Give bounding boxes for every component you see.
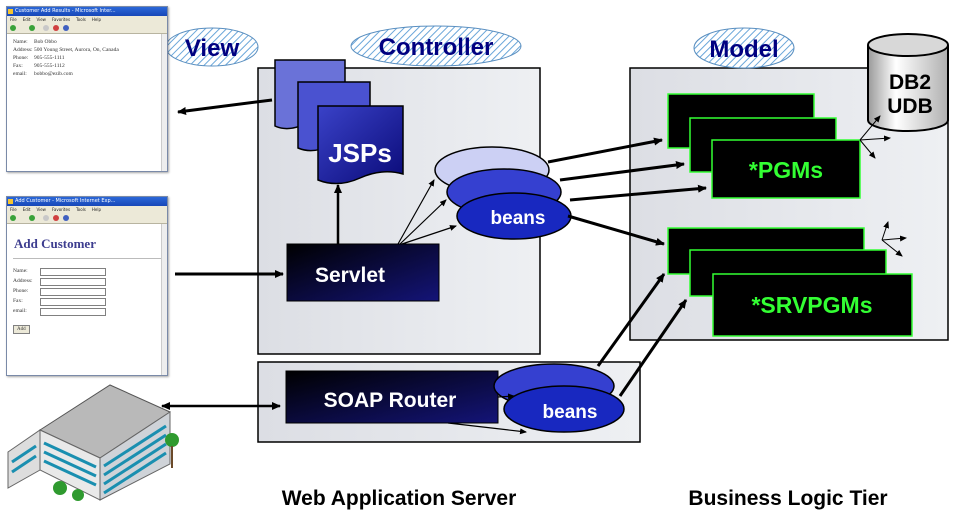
- form-label: Address:: [13, 278, 33, 284]
- browser-menubar: File Edit View Favorites Tools Help: [7, 16, 167, 23]
- menu-item[interactable]: View: [36, 17, 46, 22]
- browser-toolbar: [7, 213, 167, 224]
- controller-label: Controller: [350, 25, 522, 67]
- svg-text:beans: beans: [543, 402, 598, 423]
- menu-item[interactable]: Help: [91, 207, 102, 212]
- form-input[interactable]: [40, 288, 106, 296]
- form-row: Name:: [13, 267, 161, 277]
- result-key: Phone:: [13, 55, 29, 61]
- result-value: 500 Young Street, Aurora, On, Canada: [34, 47, 119, 53]
- building-icon: [7, 384, 179, 501]
- svg-text:Servlet: Servlet: [315, 264, 385, 287]
- menu-item[interactable]: Tools: [76, 207, 86, 212]
- connection-arrows: [161, 98, 707, 435]
- model-label: Model: [693, 27, 795, 69]
- add-button[interactable]: Add: [13, 325, 30, 334]
- svg-text:*SRVPGMs: *SRVPGMs: [751, 292, 872, 318]
- form-label: Fax:: [13, 298, 23, 304]
- form-input[interactable]: [40, 308, 106, 316]
- form-input[interactable]: [40, 268, 106, 276]
- form-row: email:: [13, 307, 161, 317]
- form-row: Phone:: [13, 287, 161, 297]
- browser-add-customer: Add Customer - Microsoft Internet Exp...…: [6, 196, 168, 376]
- result-row: email: bobbo@ezib.com: [13, 70, 161, 78]
- svg-text:SOAP Router: SOAP Router: [324, 389, 457, 412]
- menu-item[interactable]: Favorites: [51, 207, 71, 212]
- svg-text:Controller: Controller: [379, 34, 494, 61]
- result-key: Fax:: [13, 63, 23, 69]
- result-value: 905-555-1111: [34, 55, 65, 61]
- menu-item[interactable]: View: [36, 207, 46, 212]
- form-input[interactable]: [40, 298, 106, 306]
- result-key: Address:: [13, 47, 33, 53]
- menu-item[interactable]: Edit: [22, 17, 31, 22]
- form-label: email:: [13, 308, 27, 314]
- result-row: Phone: 905-555-1111: [13, 54, 161, 62]
- menu-item[interactable]: Help: [91, 17, 102, 22]
- browser-scrollbar: [161, 34, 167, 171]
- result-row: Name: Bob Obbo: [13, 38, 161, 46]
- result-key: email:: [13, 71, 27, 77]
- arrow-jsp-to-view: [177, 98, 273, 115]
- soap-router-box: SOAP Router: [285, 370, 499, 424]
- browser-scrollbar: [161, 224, 167, 375]
- svg-text:UDB: UDB: [887, 95, 933, 118]
- view-label: View: [165, 27, 259, 67]
- caption-web-application-server: Web Application Server: [282, 487, 517, 510]
- add-customer-heading: Add Customer: [14, 236, 96, 251]
- result-value: Bob Obbo: [34, 39, 57, 45]
- browser-menubar: File Edit View Favorites Tools Help: [7, 206, 167, 213]
- db-access-arrows: [859, 115, 907, 257]
- menu-item[interactable]: File: [10, 17, 17, 22]
- browser-toolbar: [7, 23, 167, 34]
- add-customer-form: Name: Address: Phone: Fax: email:: [13, 267, 161, 317]
- result-value: bobbo@ezib.com: [34, 71, 73, 77]
- caption-business-logic-tier: Business Logic Tier: [688, 487, 887, 510]
- svg-text:beans: beans: [491, 208, 546, 229]
- svg-text:DB2: DB2: [889, 71, 931, 94]
- form-input[interactable]: [40, 278, 106, 286]
- jsp-scroll-front: [317, 105, 404, 185]
- menu-item[interactable]: File: [10, 207, 17, 212]
- add-customer-content: Add Customer Name: Address: Phone: Fax: emai…: [7, 224, 167, 339]
- browser-titlebar: Customer Add Results - Microsoft Inter..…: [7, 7, 167, 16]
- servlet-box: Servlet: [286, 243, 440, 302]
- result-value: 905-555-1112: [34, 63, 65, 69]
- browser-customer-add-results: Customer Add Results - Microsoft Inter..…: [6, 6, 168, 172]
- form-label: Name:: [13, 268, 28, 274]
- svg-text:*PGMs: *PGMs: [749, 157, 823, 183]
- menu-item[interactable]: Favorites: [51, 17, 71, 22]
- result-row: Fax: 905-555-1112: [13, 62, 161, 70]
- browser-titlebar: Add Customer - Microsoft Internet Exp...: [7, 197, 167, 206]
- srvpgm-stack: *SRVPGMs: [667, 227, 913, 337]
- svg-text:JSPs: JSPs: [328, 138, 392, 168]
- form-label: Phone:: [13, 288, 29, 294]
- heading-divider: [13, 258, 161, 259]
- database-cylinder-icon: DB2 UDB: [867, 33, 949, 132]
- menu-item[interactable]: Edit: [22, 207, 31, 212]
- result-row: Address:500 Young Street, Aurora, On, Ca…: [13, 46, 161, 54]
- beans-cluster-bottom: beans: [493, 363, 625, 433]
- jsp-stack: JSPs: [274, 59, 404, 185]
- form-row: Address:: [13, 277, 161, 287]
- beans-cluster-top: beans: [434, 146, 572, 240]
- form-row: Fax:: [13, 297, 161, 307]
- result-key: Name:: [13, 39, 28, 45]
- svg-text:Model: Model: [709, 36, 778, 63]
- svg-text:View: View: [185, 35, 240, 62]
- pgm-stack: *PGMs: [667, 93, 861, 199]
- menu-item[interactable]: Tools: [76, 17, 86, 22]
